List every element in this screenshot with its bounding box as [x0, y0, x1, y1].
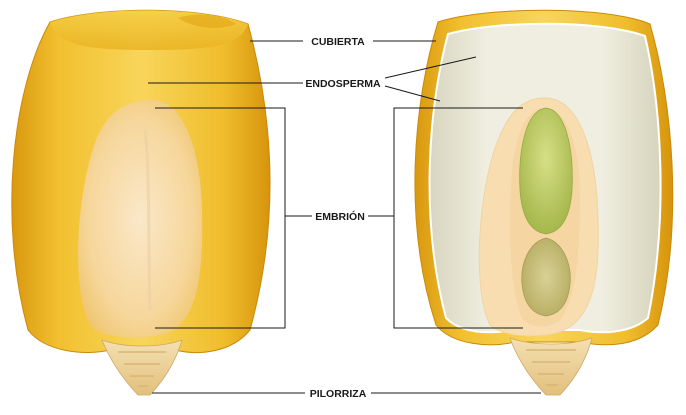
right-plumule	[519, 107, 573, 235]
label-endosperma: ENDOSPERMA	[305, 78, 381, 90]
left-embryo-streak	[143, 129, 152, 311]
label-embrion: EMBRIÓN	[315, 210, 365, 223]
left-kernel	[11, 9, 271, 396]
left-tip-cap	[101, 339, 183, 396]
left-embryo-shape	[78, 100, 203, 338]
embrion-bracket-left	[155, 107, 286, 329]
label-pilorriza: PILORRIZA	[310, 388, 367, 400]
right-kernel	[414, 9, 674, 396]
right-radicle	[521, 237, 571, 317]
left-crown-shape	[50, 10, 248, 50]
label-cubierta: CUBIERTA	[311, 36, 365, 48]
endosperma-line-lower-right	[384, 85, 441, 102]
embrion-bracket-right	[393, 107, 523, 329]
endosperma-line-upper-right	[384, 56, 477, 79]
leader-lines	[148, 40, 541, 394]
left-crown-dimple	[178, 14, 236, 28]
right-tip-cap	[509, 337, 593, 396]
